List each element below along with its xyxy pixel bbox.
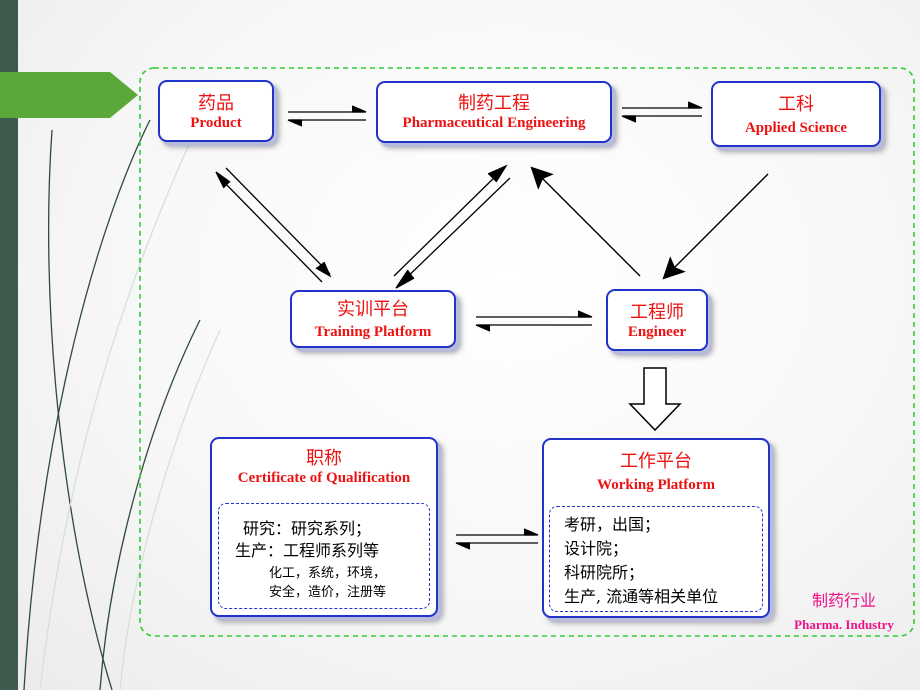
industry-frame [139,67,915,637]
arrow-science-to-pharm [621,115,702,123]
node-cert-en: Certificate of Qualification [237,470,411,486]
node-product-en: Product [190,115,242,131]
industry-label: 制药行业 Pharma. Industry [770,590,918,634]
arrow-working-to-cert [455,542,538,550]
cert-sub-line: 安全，造价，注册等 [269,585,387,600]
sidebar-bar [0,0,18,690]
arrow-engineer-to-training [475,324,592,332]
node-engineer-en: Engineer [627,324,687,340]
working-line: 生产, 流通等相关单位 [564,587,719,606]
working-line: 科研院所； [564,563,645,582]
node-working-en: Working Platform [597,477,715,493]
arrow-training-to-pharm [393,164,508,277]
cert-line: 生产：工程师系列等 [235,541,380,560]
working-details: 考研，出国； 设计院； 科研院所； 生产, 流通等相关单位 [549,506,763,612]
arrow-engineer-to-pharm [530,166,641,277]
node-science-zh: 工科 [778,94,814,115]
arrow-cert-to-working [456,528,539,536]
node-product-zh: 药品 [198,93,234,114]
node-working-platform: 工作平台 Working Platform 考研，出国； 设计院； 科研院所； … [542,438,770,618]
cert-details: 研究：研究系列； 生产：工程师系列等 化工，系统，环境， 安全，造价，注册等 [218,503,430,609]
node-engineer: 工程师 Engineer [606,289,708,351]
cert-sub-line: 化工，系统，环境， [269,566,387,581]
arrow-engineer-to-working [628,367,682,432]
node-product: 药品 Product [158,80,274,142]
node-pharmaceutical-engineering: 制药工程 Pharmaceutical Engineering [376,81,612,143]
node-certificate: 职称 Certificate of Qualification 研究：研究系列；… [210,437,438,617]
industry-en: Pharma. Industry [794,617,894,632]
node-cert-zh: 职称 [306,448,342,469]
arrow-science-to-engineer [662,173,769,280]
arrow-pharm-to-training [395,177,511,289]
industry-zh: 制药行业 [811,591,876,610]
arrow-training-to-product [215,171,323,283]
node-training-platform: 实训平台 Training Platform [290,290,456,348]
arrow-training-to-engineer [476,310,593,318]
sidebar-arrow-tab [0,72,138,118]
working-line: 设计院； [564,539,629,558]
node-training-en: Training Platform [314,324,432,340]
decorative-curves [23,119,201,690]
arrow-product-to-training [225,167,332,278]
node-pharm-en: Pharmaceutical Engineering [402,115,586,131]
node-science-en: Applied Science [744,120,848,136]
node-engineer-zh: 工程师 [630,302,684,323]
arrow-pharm-to-product [287,119,366,127]
arrow-pharm-to-science [622,101,703,109]
working-line: 考研，出国； [564,515,661,534]
node-pharm-zh: 制药工程 [458,93,530,114]
cert-line: 研究：研究系列； [243,519,372,538]
node-training-zh: 实训平台 [337,299,409,320]
node-applied-science: 工科 Applied Science [711,81,881,147]
arrow-product-to-pharm [288,105,367,113]
node-working-zh: 工作平台 [620,451,692,472]
